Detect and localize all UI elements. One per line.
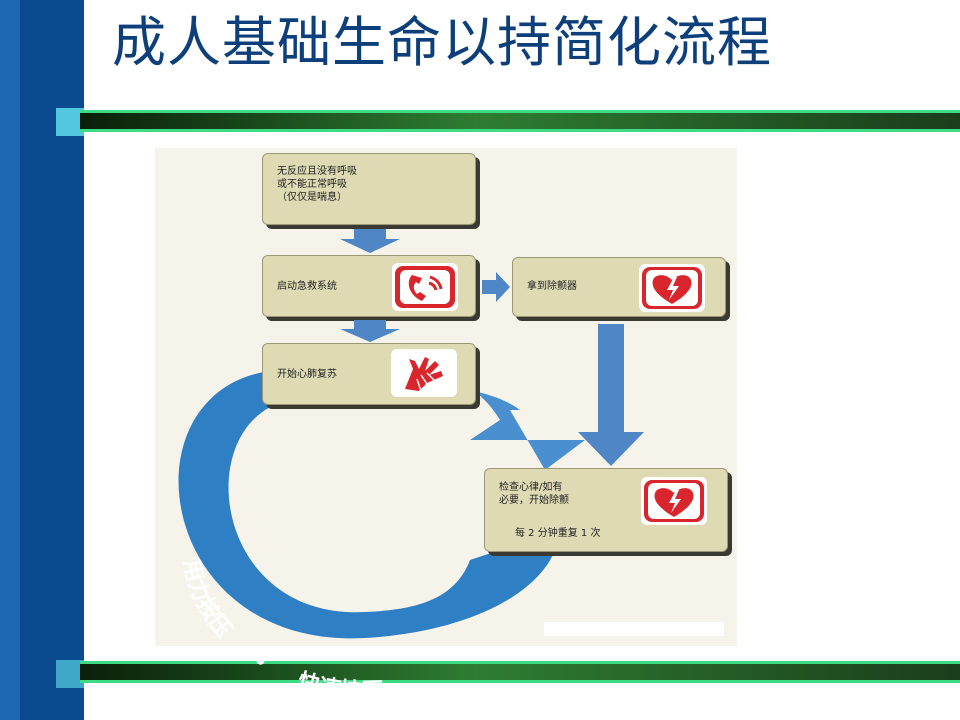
arrow-down-2 <box>340 320 400 342</box>
step4-label: 开始心肺复苏 <box>277 369 337 380</box>
step2-label: 启动急救系统 <box>277 281 337 292</box>
decor-square-bottom <box>56 660 84 688</box>
arrow-down-1 <box>340 229 400 253</box>
heart-aed-icon <box>642 267 702 309</box>
step5-icon-box <box>641 477 707 525</box>
image-footer-strip <box>544 622 724 636</box>
slide-title: 成人基础生命以持简化流程 <box>112 11 772 74</box>
divider-bottom <box>80 661 960 683</box>
cycle-arc-body <box>178 370 561 639</box>
step5-line-1: 检查心律/如有 <box>499 482 563 493</box>
step-start-cpr: 开始心肺复苏 <box>262 343 476 405</box>
step4-icon-box <box>391 349 457 397</box>
step2-icon-box <box>392 263 458 311</box>
step-check-rhythm: 检查心律/如有 必要，开始除颤 每 2 分钟重复 1 次 <box>484 468 728 552</box>
step3-icon-box <box>639 264 705 312</box>
step5-repeat-note: 每 2 分钟重复 1 次 <box>515 528 601 539</box>
step-no-response: 无反应且没有呼吸 或不能正常呼吸 （仅仅是喘息） <box>262 153 476 225</box>
phone-icon <box>395 266 455 308</box>
decor-square-top <box>56 108 84 136</box>
arrow-down-long <box>578 324 644 466</box>
left-decor-stripe <box>0 0 20 720</box>
hands-cpr-icon <box>394 352 454 394</box>
step3-label: 拿到除颤器 <box>527 281 577 292</box>
step1-line-3: （仅仅是喘息） <box>277 192 347 203</box>
step1-line-2: 或不能正常呼吸 <box>277 179 347 190</box>
step-activate-emergency: 启动急救系统 <box>262 255 476 317</box>
divider-top <box>80 110 960 132</box>
step5-line-2: 必要，开始除颤 <box>499 495 569 506</box>
heart-aed-icon <box>644 480 704 522</box>
step1-line-1: 无反应且没有呼吸 <box>277 166 357 177</box>
arrow-right <box>482 272 510 302</box>
step-get-defibrillator: 拿到除颤器 <box>512 257 726 317</box>
